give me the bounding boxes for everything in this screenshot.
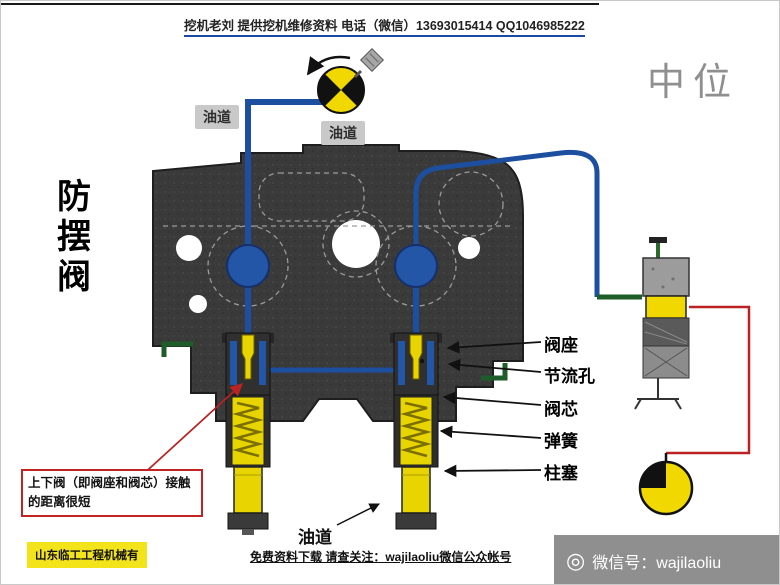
- annotation-note-box: 上下阀（即阀座和阀芯）接触的距离很短: [21, 469, 203, 517]
- pipe-to-pilot-valve: [413, 149, 600, 297]
- body-hole: [176, 235, 202, 261]
- throttle-hole: [419, 358, 425, 364]
- download-note-text: 免费资料下载 请查关注：wajilaoliu微信公众帐号: [250, 550, 512, 564]
- label-leader-arrows: [336, 340, 542, 526]
- body-hole: [458, 237, 480, 259]
- top-border-line: [1, 3, 599, 5]
- valve-name-title: 防摆阀: [57, 178, 91, 297]
- right-valve-port: [394, 244, 438, 288]
- pilot-spool-band: [645, 295, 687, 319]
- header-contact-text: 挖机老刘 提供挖机维修资料 电话（微信）13693015414 QQ104698…: [184, 15, 585, 37]
- oil-passage-label-top-left: 油道: [195, 105, 239, 129]
- valve-seat-channel: [241, 334, 255, 380]
- pilot-pressure-line: [666, 305, 751, 455]
- body-hole: [189, 295, 207, 313]
- part-label-throttle-hole: 节流孔: [544, 367, 595, 386]
- valve-seat-channel: [409, 334, 423, 380]
- oil-passage-label-top-center: 油道: [321, 121, 365, 145]
- spring-coil: [232, 401, 264, 458]
- shaft-connector: [359, 47, 385, 73]
- wechat-icon: ◎: [566, 547, 586, 573]
- hidden-passage-dashes: [163, 171, 513, 307]
- wechat-id-text: 微信号：wajilaoliu: [592, 554, 722, 572]
- part-label-spring: 弹簧: [544, 432, 578, 451]
- right-valve-cartridge: [390, 332, 442, 530]
- rotation-arrow-icon: [306, 55, 351, 76]
- part-label-plunger: 柱塞: [544, 464, 578, 483]
- part-label-valve-seat: 阀座: [544, 336, 578, 355]
- company-watermark: 山东临工工程机械有: [27, 542, 147, 568]
- plunger: [233, 466, 263, 514]
- note-pointer-arrow: [138, 383, 243, 479]
- oil-pipes: [161, 99, 642, 381]
- pilot-valve-schematic: [634, 237, 690, 410]
- left-valve-cartridge: [222, 332, 274, 535]
- oil-passage-label-bottom: 油道: [298, 528, 332, 547]
- gear-pump-symbol: [638, 453, 694, 516]
- mode-title: 中位: [647, 62, 740, 104]
- hydraulic-pump-symbol: [306, 47, 385, 114]
- plunger: [401, 466, 431, 514]
- left-valve-port: [226, 244, 270, 288]
- valve-body: [152, 144, 524, 422]
- wechat-watermark-bar: ◎ 微信号：wajilaoliu: [554, 535, 779, 584]
- spring-coil: [400, 401, 432, 458]
- body-hole: [332, 220, 380, 268]
- part-label-spool: 阀芯: [544, 400, 578, 419]
- left-port-bracket: [161, 341, 193, 357]
